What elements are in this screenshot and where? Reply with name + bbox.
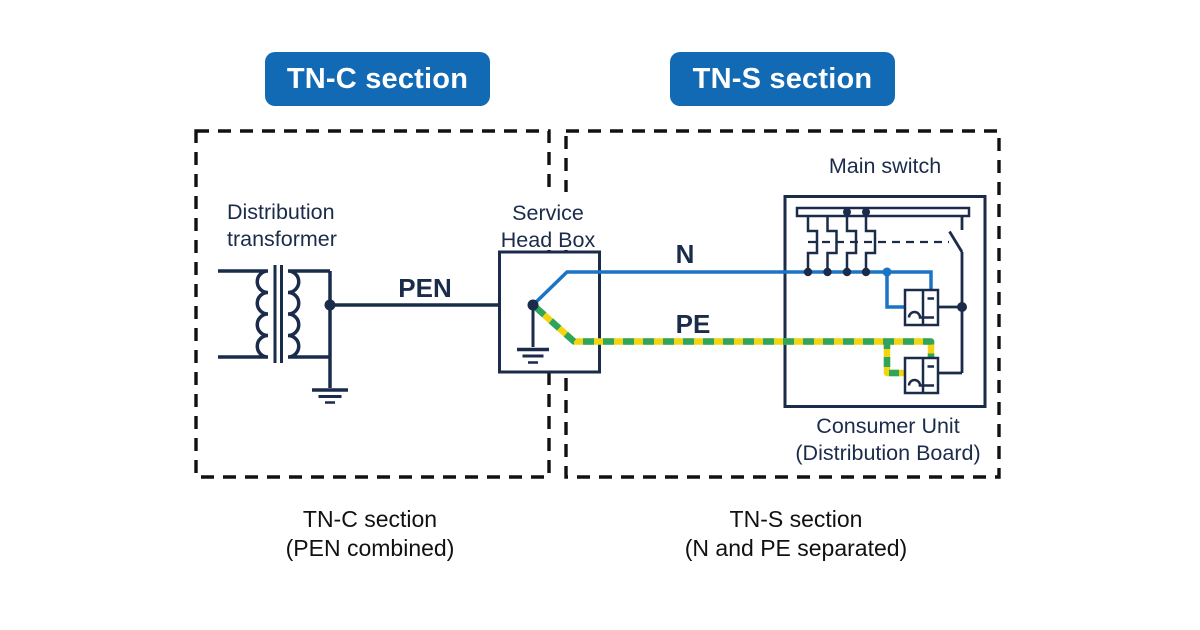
transformer-earth-symbol: [312, 388, 348, 404]
consumer-unit-label-line2: (Distribution Board): [795, 441, 981, 465]
n-wire-label: N: [675, 239, 695, 269]
tn-s-section-caption: TN-S section (N and PE separated): [646, 505, 946, 563]
pe-wire-label: PE: [675, 309, 711, 339]
n-wire: [531, 270, 933, 309]
distribution-transformer-label: Distribution transformer: [227, 199, 337, 253]
service-head-box-label-line1: Service: [512, 201, 584, 225]
service-earth-symbol: [517, 347, 549, 364]
service-head-box-label-line2: Head Box: [500, 228, 596, 252]
tn-c-caption-line1: TN-C section: [302, 506, 438, 532]
tn-c-section-badge: TN-C section: [265, 52, 490, 106]
pen-wire-label: PEN: [398, 273, 452, 303]
tn-c-section-dashed-box: [194, 129, 551, 479]
tn-s-section-badge: TN-S section: [670, 52, 895, 106]
pole-junction-dot: [823, 267, 832, 277]
pe-wire: [533, 305, 935, 377]
busbar: [795, 206, 971, 218]
service-head-box: [498, 250, 601, 374]
distribution-transformer-label-line1: Distribution: [227, 200, 335, 224]
distribution-transformer-label-line2: transformer: [227, 227, 337, 251]
consumer-unit-label-line1: Consumer Unit: [816, 414, 960, 438]
rcd-device-upper: [903, 288, 940, 327]
service-head-box-label: Service Head Box: [478, 200, 618, 254]
n-branch-dot: [882, 267, 892, 277]
busbar-junction-dot: [843, 208, 851, 216]
tn-s-caption-line2: (N and PE separated): [684, 535, 908, 561]
main-switch-label: Main switch: [828, 154, 942, 178]
pole-junction-dot: [842, 267, 852, 277]
busbar-junction-dot: [862, 208, 870, 216]
tn-c-section-caption: TN-C section (PEN combined): [245, 505, 495, 563]
secondary-coil: [287, 269, 330, 359]
service-label-backdrop: [500, 192, 598, 250]
main-switch-blade: [948, 216, 964, 373]
transformer-pen-junction-dot: [324, 299, 336, 311]
transformer-core: [273, 265, 283, 363]
pole-junction-dot: [803, 267, 813, 277]
drop-wire-junction-dot: [957, 302, 967, 312]
distribution-transformer-symbol: [218, 265, 348, 404]
rcd-device-lower: [903, 356, 940, 395]
pen-split-junction-dot: [527, 299, 539, 311]
tn-s-badge-label: TN-S section: [692, 62, 873, 95]
tn-s-section-dashed-box: [564, 129, 1001, 479]
tn-s-caption-line1: TN-S section: [729, 506, 863, 532]
tn-c-badge-label: TN-C section: [286, 62, 469, 95]
consumer-unit-label: Consumer Unit (Distribution Board): [768, 413, 1008, 467]
pole-junction-dot: [861, 267, 871, 277]
tn-c-caption-line2: (PEN combined): [285, 535, 455, 561]
primary-coil: [218, 269, 269, 359]
